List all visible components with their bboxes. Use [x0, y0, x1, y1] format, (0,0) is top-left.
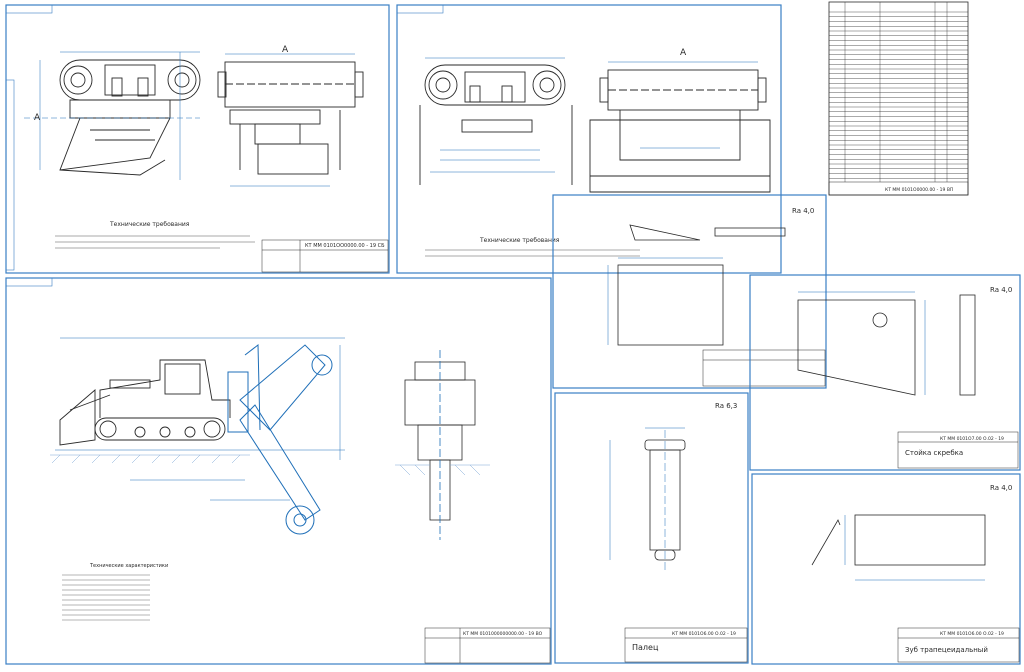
sheet-specification: КТ ММ 0101О0000.00 - 19 ВП: [828, 1, 969, 196]
main-title-code: КТ ММ 0101000000000.00 - 19 ВО: [463, 631, 543, 637]
spec-code: КТ ММ 0101О0000.00 - 19 ВП: [885, 187, 953, 193]
stand-title: Стойка скребка: [905, 449, 963, 457]
sheet-excavator: Технические характеристики КТ ММ 0101000…: [5, 277, 552, 665]
stand-code: КТ ММ 0101О7.00 О.02 - 19: [940, 436, 1004, 442]
sheet-assembly-2: А Технические требования: [396, 4, 782, 274]
roughness-mark-2: Ra 6,3: [715, 402, 737, 410]
pin-title: Палец: [632, 643, 659, 652]
roughness-mark-4: Ra 4,0: [990, 484, 1012, 492]
sheet-plate: Ra 4,0: [552, 194, 827, 389]
view-label-a2: А: [282, 45, 289, 55]
sheet-stand: Ra 4,0 КТ ММ 0101О7.00 О.02 - 19 Стойка …: [749, 274, 1021, 471]
title-block-code: КТ ММ 0101ОО0000.00 - 19 СБ: [305, 243, 385, 249]
view-label-a3: А: [680, 48, 687, 58]
pin-code: КТ ММ 0101О6.00 О.02 - 19: [672, 631, 736, 637]
tech-requirements-title-2: Технические требования: [479, 237, 560, 244]
roughness-mark: Ra 4,0: [792, 207, 814, 215]
bulldozer: [59, 359, 231, 446]
sheet-tooth: Ra 4,0 КТ ММ 0101О6.00 О.02 - 19 Зуб тра…: [751, 473, 1021, 665]
sheet-assembly-1: А А Технические требования: [5, 4, 390, 274]
view-label-a: А: [34, 113, 41, 123]
rear-view: [404, 350, 476, 540]
trencher-boom: [227, 344, 333, 535]
tooth-title: Зуб трапецеидальный: [905, 646, 988, 654]
sheet-pin: Ra 6,3 КТ ММ 0101О6.00 О.02 - 19 Палец: [554, 392, 749, 664]
tooth-code: КТ ММ 0101О6.00 О.02 - 19: [940, 631, 1004, 637]
tech-requirements-title: Технические требования: [109, 221, 190, 228]
tech-characteristics: Технические характеристики: [89, 563, 168, 569]
roughness-mark-3: Ra 4,0: [990, 286, 1012, 294]
